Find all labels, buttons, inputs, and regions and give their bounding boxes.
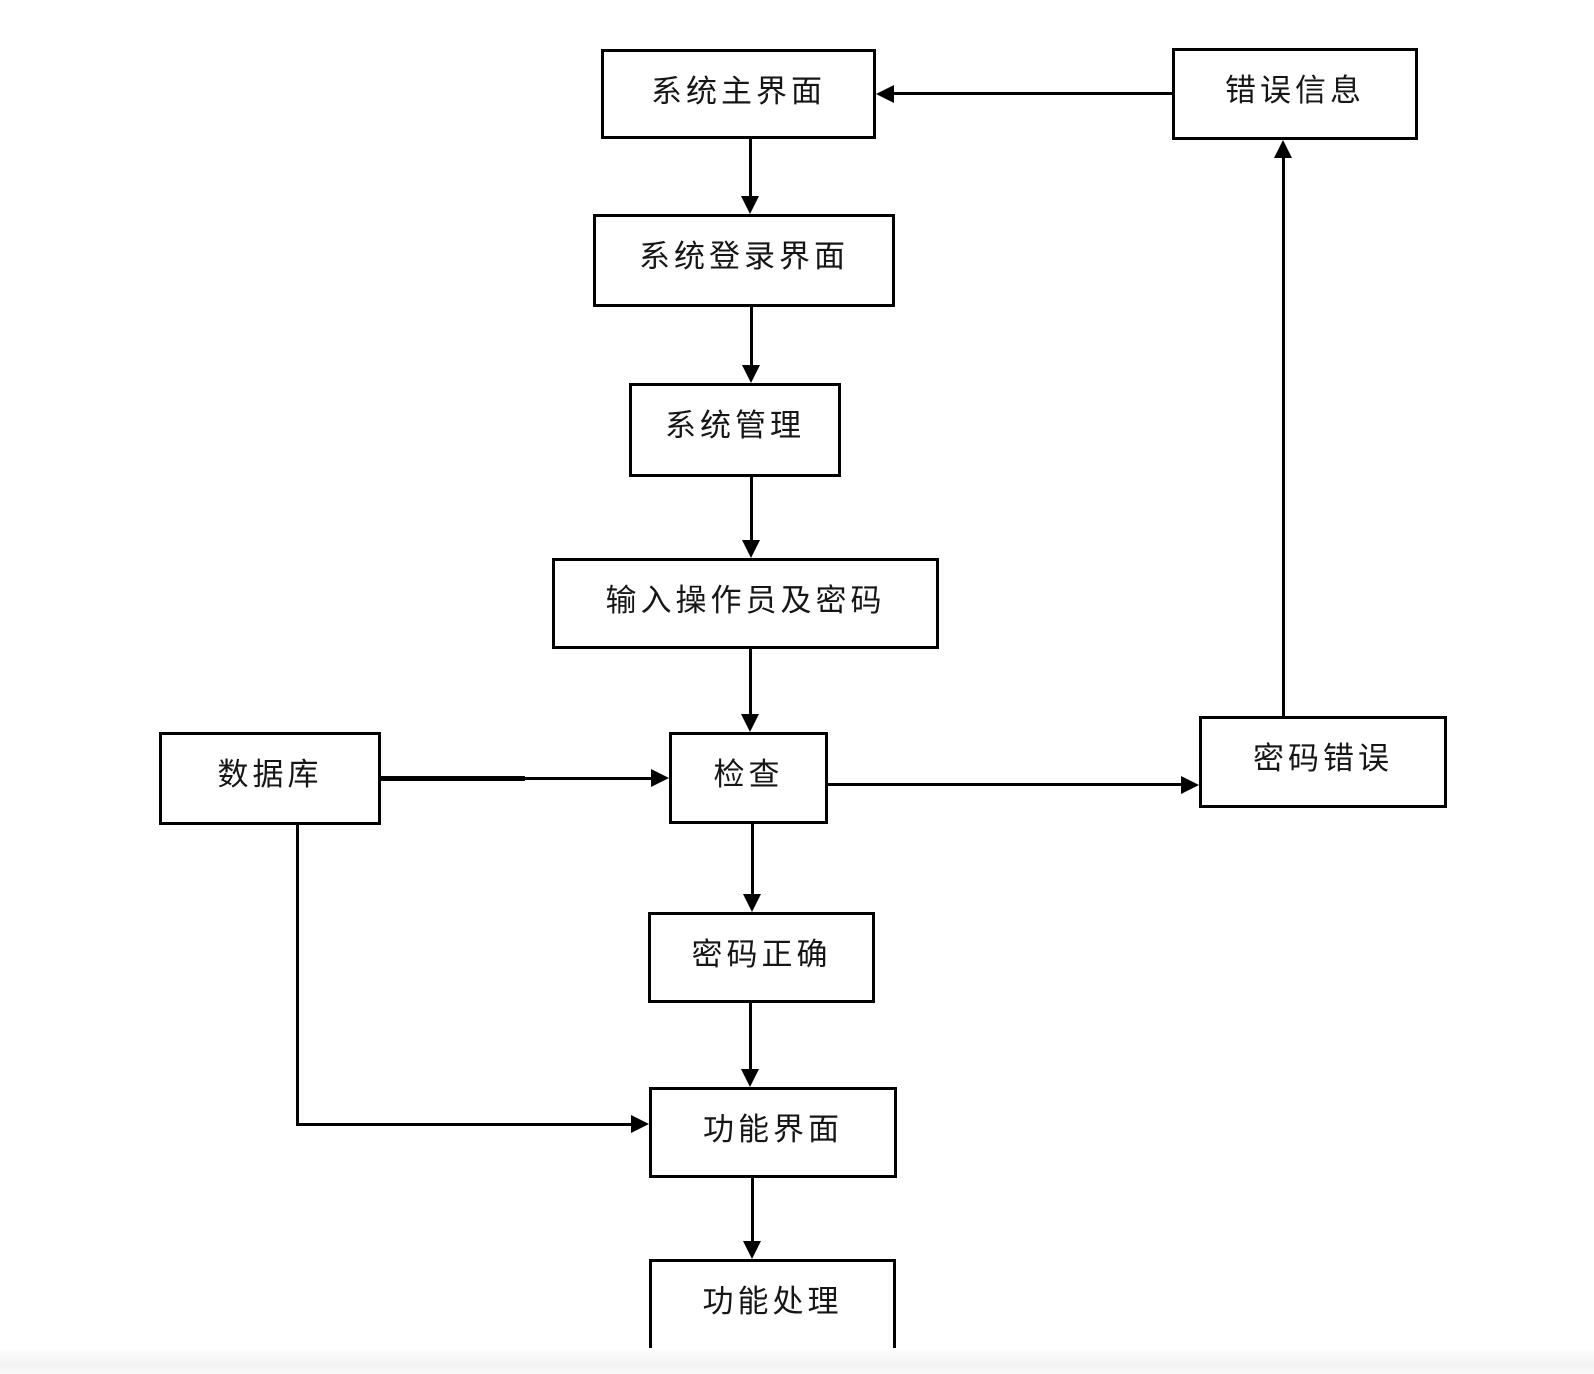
arrowhead-down-icon: [742, 365, 760, 383]
node-label: 错误信息: [1225, 73, 1365, 108]
arrowhead-right-icon: [631, 1115, 649, 1133]
arrowhead-right-icon: [1181, 776, 1199, 794]
node-password-correct: 密码正确: [648, 912, 875, 1003]
arrow-errorinfo-to-main-shaft: [894, 92, 1172, 95]
arrow-check-to-pwdwrong-shaft: [828, 783, 1181, 786]
node-function-ui: 功能界面: [649, 1087, 897, 1178]
arrow-pwdwrong-to-errorinfo-shaft: [1282, 158, 1285, 716]
node-label: 功能界面: [703, 1112, 843, 1147]
arrow-pwdcorrect-to-funcui-shaft: [749, 1003, 752, 1071]
arrowhead-down-icon: [742, 540, 760, 558]
arrowhead-up-icon: [1274, 140, 1292, 158]
node-label: 检查: [713, 757, 784, 792]
node-system-login-ui: 系统登录界面: [593, 214, 895, 307]
node-database: 数据库: [159, 732, 381, 825]
arrowhead-left-icon: [876, 85, 894, 103]
arrowhead-down-icon: [743, 1241, 761, 1259]
node-label: 密码错误: [1253, 741, 1393, 776]
node-password-wrong: 密码错误: [1199, 716, 1447, 808]
node-label: 系统登录界面: [639, 239, 849, 274]
node-system-main-ui: 系统主界面: [601, 49, 876, 139]
node-check: 检查: [669, 732, 828, 824]
arrow-database-to-check-shaft: [525, 777, 651, 780]
arrow-funcui-to-funcprocess-shaft: [751, 1178, 754, 1243]
node-function-process: 功能处理: [649, 1259, 896, 1353]
arrow-database-to-funcui-shaft-horizontal: [296, 1123, 631, 1126]
arrow-login-to-management-shaft: [750, 307, 753, 368]
arrow-input-to-check-shaft: [749, 649, 752, 717]
node-label: 系统管理: [665, 408, 805, 443]
page-bottom-edge: [0, 1348, 1594, 1374]
node-label: 数据库: [217, 757, 323, 792]
node-system-management: 系统管理: [629, 383, 841, 477]
arrow-database-to-funcui-shaft-vertical: [296, 825, 299, 1126]
arrowhead-right-icon: [651, 769, 669, 787]
node-input-credentials: 输入操作员及密码: [552, 558, 939, 649]
arrow-check-to-pwdcorrect-shaft: [751, 824, 754, 896]
arrow-main-to-login-shaft: [749, 139, 752, 199]
node-label: 功能处理: [702, 1284, 843, 1319]
arrowhead-down-icon: [743, 894, 761, 912]
arrow-management-to-input-shaft: [750, 477, 753, 543]
arrow-database-to-check-shaft-thick: [381, 776, 525, 781]
node-error-info: 错误信息: [1172, 48, 1418, 140]
node-label: 系统主界面: [651, 74, 826, 109]
arrowhead-down-icon: [741, 196, 759, 214]
arrowhead-down-icon: [741, 714, 759, 732]
node-label: 输入操作员及密码: [605, 583, 886, 618]
arrowhead-down-icon: [741, 1069, 759, 1087]
node-label: 密码正确: [691, 937, 832, 972]
